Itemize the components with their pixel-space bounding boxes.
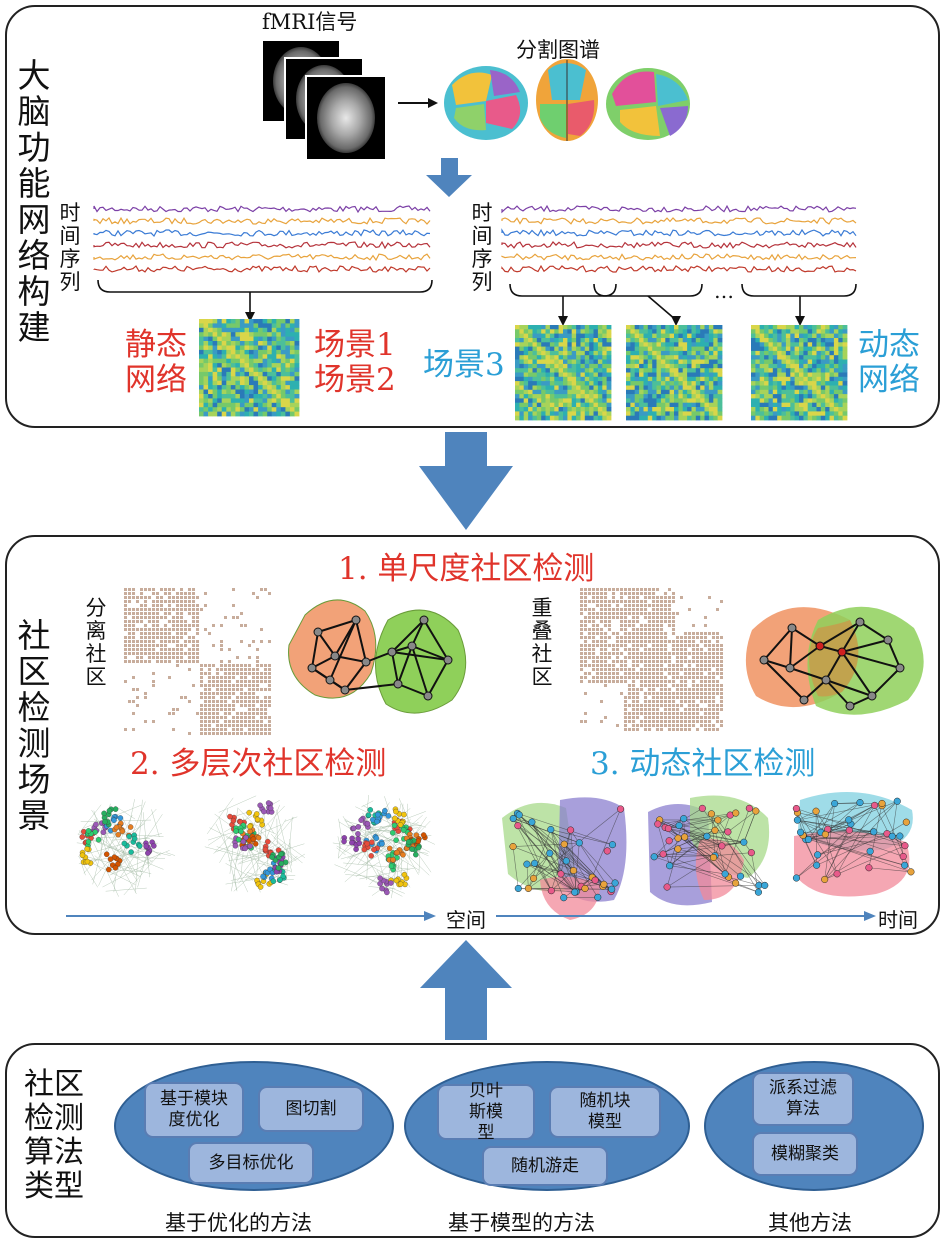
panel2-title: 社区检测场景 (17, 616, 51, 835)
random-walk-pill: 随机游走 (482, 1146, 608, 1186)
model-methods-caption: 基于模型的方法 (448, 1211, 595, 1235)
modularity-optimization-pill: 基于模块度优化 (144, 1082, 244, 1138)
other-methods-caption: 其他方法 (768, 1211, 852, 1235)
overlapping-community-label: 重叠社区 (531, 596, 553, 689)
graph-cut-pill: 图切割 (258, 1086, 364, 1132)
community-detection-panel (5, 535, 940, 935)
static-network-label: 静态网络 (125, 327, 187, 398)
panel1-title: 大脑功能网络构建 (17, 56, 51, 347)
atlas-label: 分割图谱 (516, 38, 600, 62)
stochastic-block-pill: 随机块模型 (549, 1086, 661, 1138)
clique-percolation-pill: 派系过滤算法 (752, 1072, 854, 1126)
space-axis-label: 空间 (446, 908, 486, 932)
separated-community-label: 分离社区 (85, 596, 107, 689)
optimization-methods-caption: 基于优化的方法 (165, 1211, 312, 1235)
panel3-title: 社区检测算法类型 (24, 1067, 84, 1204)
time-axis-label: 时间 (878, 908, 918, 932)
scenario2-label: 场景2 (314, 362, 396, 398)
multilevel-title: 2. 多层次社区检测 (130, 746, 387, 782)
single-scale-title: 1. 单尺度社区检测 (338, 551, 595, 587)
time-series-label-right: 时间序列 (471, 201, 493, 294)
time-series-label-left: 时间序列 (59, 201, 81, 294)
scenario3-label: 场景3 (423, 347, 505, 383)
multi-objective-pill: 多目标优化 (188, 1142, 314, 1184)
fuzzy-clustering-pill: 模糊聚类 (752, 1132, 858, 1176)
ellipsis: … (714, 279, 734, 303)
fmri-label: fMRI信号 (262, 10, 358, 34)
scenario1-label: 场景1 (314, 327, 396, 363)
bayesian-model-pill: 贝叶斯模型 (437, 1081, 535, 1143)
dynamic-title: 3. 动态社区检测 (590, 746, 816, 782)
dynamic-network-label: 动态网络 (858, 327, 920, 398)
